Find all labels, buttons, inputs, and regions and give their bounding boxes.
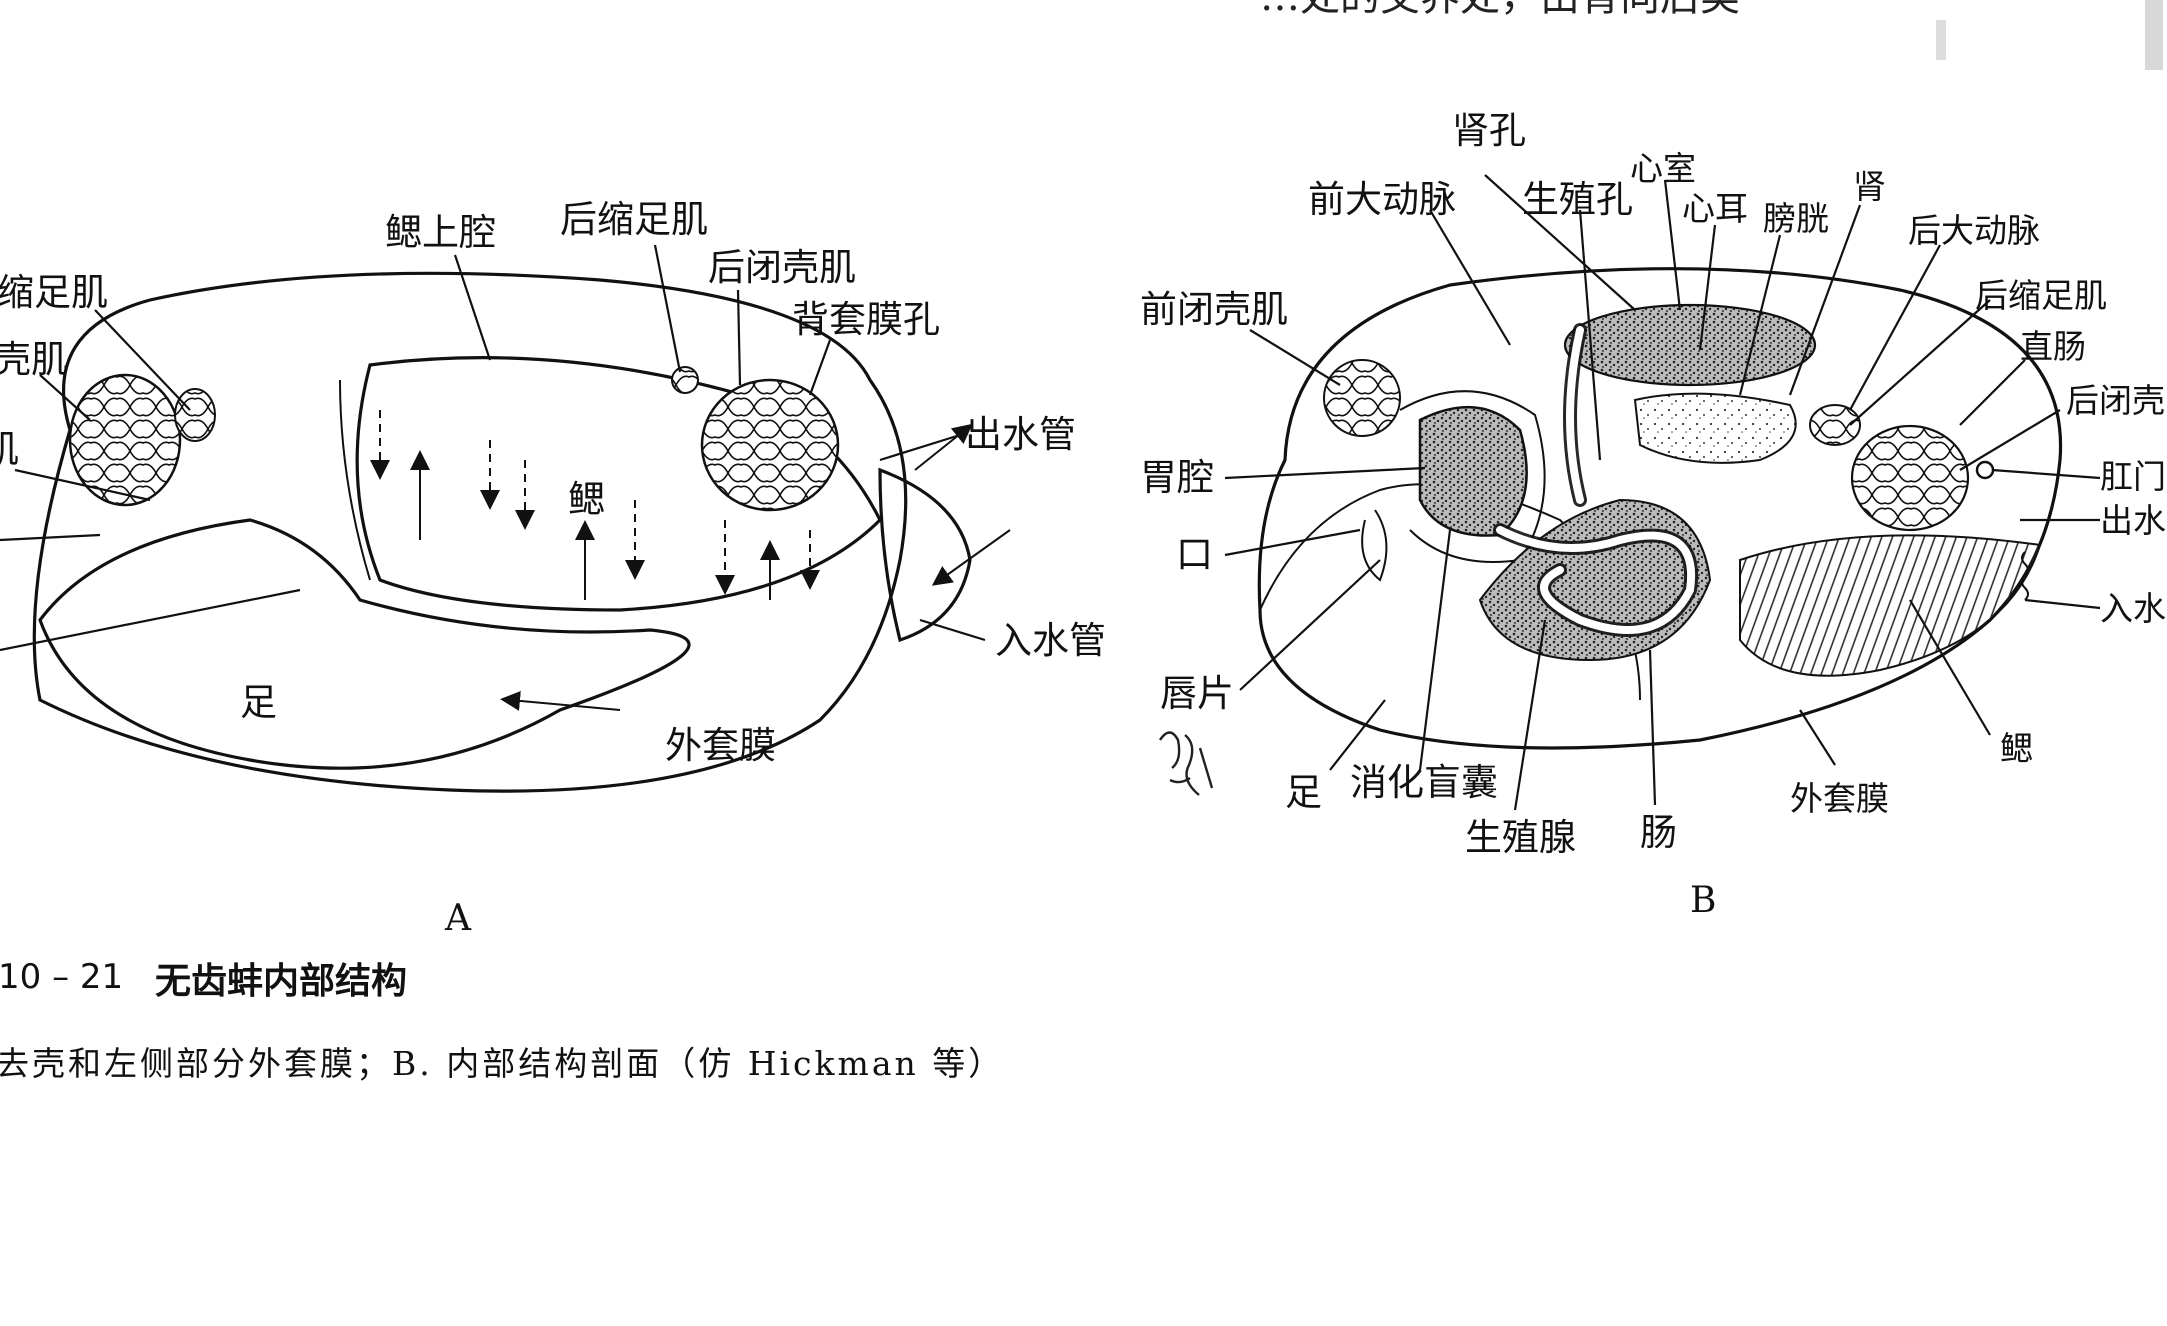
a-label-muscle-partial: 肌 xyxy=(0,428,19,471)
caption-note: 去壳和左侧部分外套膜；B. 内部结构剖面（仿 Hickman 等） xyxy=(0,1044,1004,1083)
b-label-bladder: 膀胱 xyxy=(1763,199,1829,238)
top-cut-text: …处的交界处，由背向后类 xyxy=(1260,0,1740,20)
a-label-adductor-partial: 壳肌 xyxy=(0,338,68,381)
b-label-posterior-adductor: 后闭壳 xyxy=(2066,381,2165,420)
a-label-incurrent-siphon: 入水管 xyxy=(995,619,1106,662)
panel-b-ventricle xyxy=(1563,303,1817,387)
panel-a-gill-area xyxy=(355,356,882,612)
b-label-nephridiopore: 肾孔 xyxy=(1452,109,1526,152)
b-label-labial-palp: 唇片 xyxy=(1160,672,1234,715)
a-label-anterior-retractor: 前缩足肌 xyxy=(0,271,108,314)
top-right-mark-2 xyxy=(2145,0,2163,70)
a-label-dorsal-mantle-pore: 背套膜孔 xyxy=(792,298,940,341)
signature-mark xyxy=(1159,731,1214,796)
caption-title: 无齿蚌内部结构 xyxy=(155,961,407,1002)
b-label-gill: 鳃 xyxy=(2000,729,2033,768)
b-label-anterior-adductor: 前闭壳肌 xyxy=(1140,288,1288,331)
b-label-genital-pore: 生殖孔 xyxy=(1522,178,1633,221)
b-label-anterior-aorta: 前大动脉 xyxy=(1308,178,1456,221)
b-label-ventricle: 心室 xyxy=(1630,149,1696,188)
b-label-digestive-gland: 消化盲囊 xyxy=(1350,761,1498,804)
a-label-gill: 鳃 xyxy=(568,478,605,521)
b-label-posterior-aorta: 后大动脉 xyxy=(1908,211,2040,250)
panel-b-letter: B xyxy=(1690,880,1716,921)
panel-a-posterior-retractor xyxy=(671,366,699,394)
panel-a-shell-outline xyxy=(32,271,908,793)
b-label-incurrent: 入水 xyxy=(2100,589,2166,628)
panel-a-foot-shape xyxy=(38,518,691,770)
panel-b-gonad xyxy=(1478,498,1712,662)
panel-b-posterior-adductor xyxy=(1850,424,1970,532)
panel-a-letter: A xyxy=(444,898,472,939)
panel-b-stomach xyxy=(1418,405,1528,537)
a-label-posterior-retractor: 后缩足肌 xyxy=(560,198,708,241)
a-label-gill-upper-cavity: 鳃上腔 xyxy=(385,211,496,254)
b-label-intestine: 肠 xyxy=(1640,811,1677,854)
panel-a-drawing xyxy=(0,244,1011,793)
b-label-stomach: 胃腔 xyxy=(1140,456,1214,499)
a-label-outer-mantle: 外套膜 xyxy=(665,724,776,767)
panel-a-posterior-adductor xyxy=(700,378,840,512)
panel-a-gill-fold xyxy=(339,379,371,581)
b-label-auricle: 心耳 xyxy=(1682,189,1748,228)
panel-b-kidney xyxy=(1633,392,1797,464)
b-label-outer-mantle: 外套膜 xyxy=(1790,779,1889,818)
a-label-posterior-adductor: 后闭壳肌 xyxy=(708,246,856,289)
b-label-rectum: 直肠 xyxy=(2020,327,2086,366)
panel-b-anterior-adductor xyxy=(1323,359,1401,437)
panel-a-siphon xyxy=(878,467,972,643)
b-label-excurrent: 出水 xyxy=(2100,501,2166,540)
panel-b-anus-dot xyxy=(1975,460,1995,480)
panel-b-digestive-gland xyxy=(1399,390,1546,563)
panel-b-drawing xyxy=(1159,174,2101,811)
panel-b-posterior-retractor xyxy=(1809,404,1861,446)
panel-b-gill xyxy=(1739,534,2042,677)
a-label-excurrent-siphon: 出水管 xyxy=(965,413,1076,456)
panel-a-anterior-adductor xyxy=(68,373,182,507)
b-label-kidney: 肾 xyxy=(1853,167,1886,206)
b-label-posterior-retractor: 后缩足肌 xyxy=(1975,276,2107,315)
panel-a-anterior-retractor xyxy=(174,388,216,442)
top-right-mark xyxy=(1936,20,1946,60)
b-label-gonad: 生殖腺 xyxy=(1465,816,1576,859)
panel-b-incurrent-fringe xyxy=(2021,551,2029,601)
caption-figure-number: 10 – 21 xyxy=(0,957,123,997)
b-label-mouth: 口 xyxy=(1176,533,1213,576)
panel-b-labial-palp xyxy=(1361,509,1388,582)
b-label-foot: 足 xyxy=(1285,771,1322,814)
b-label-anus: 肛门 xyxy=(2100,457,2166,496)
a-label-foot: 足 xyxy=(240,681,277,724)
